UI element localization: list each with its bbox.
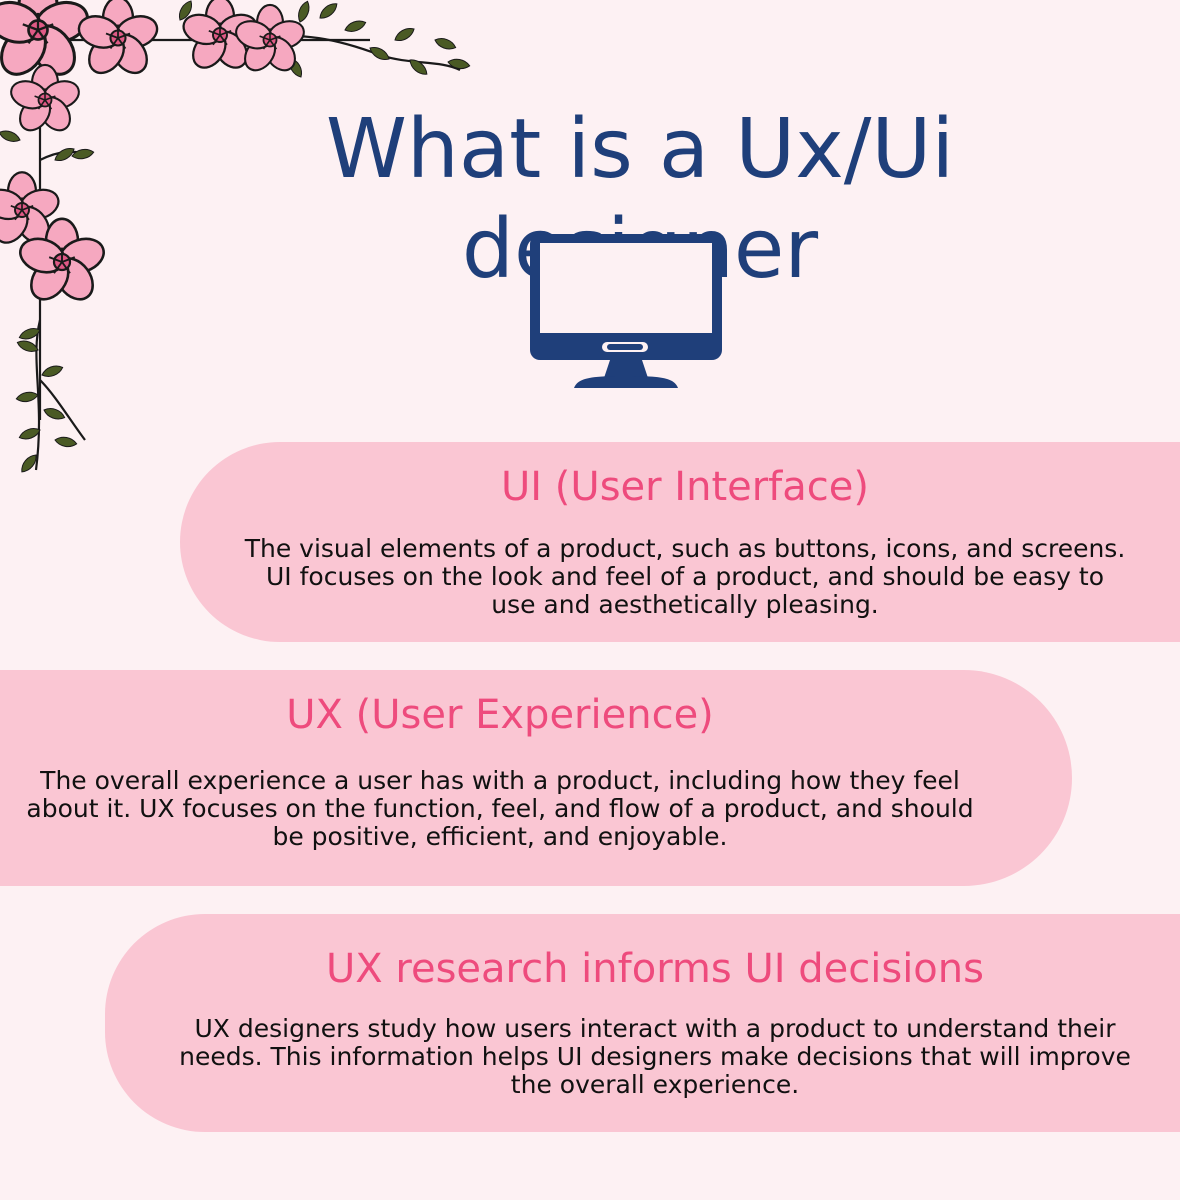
section-body: The overall experience a user has with a… [26, 766, 974, 851]
section-card-ui: UI (User Interface) The visual elements … [180, 442, 1180, 642]
section-body: The visual elements of a product, such a… [244, 534, 1126, 619]
page-title: What is a Ux/Ui designer [325, 102, 955, 297]
floral-vine-decoration [0, 0, 471, 476]
section-card-ux: UX (User Experience) The overall experie… [0, 670, 1072, 886]
section-heading: UI (User Interface) [501, 464, 869, 510]
section-heading: UX research informs UI decisions [326, 946, 984, 992]
section-card-research: UX research informs UI decisions UX desi… [105, 914, 1180, 1132]
section-heading: UX (User Experience) [286, 692, 714, 738]
section-body: UX designers study how users interact wi… [179, 1014, 1131, 1099]
monitor-icon [530, 234, 722, 388]
